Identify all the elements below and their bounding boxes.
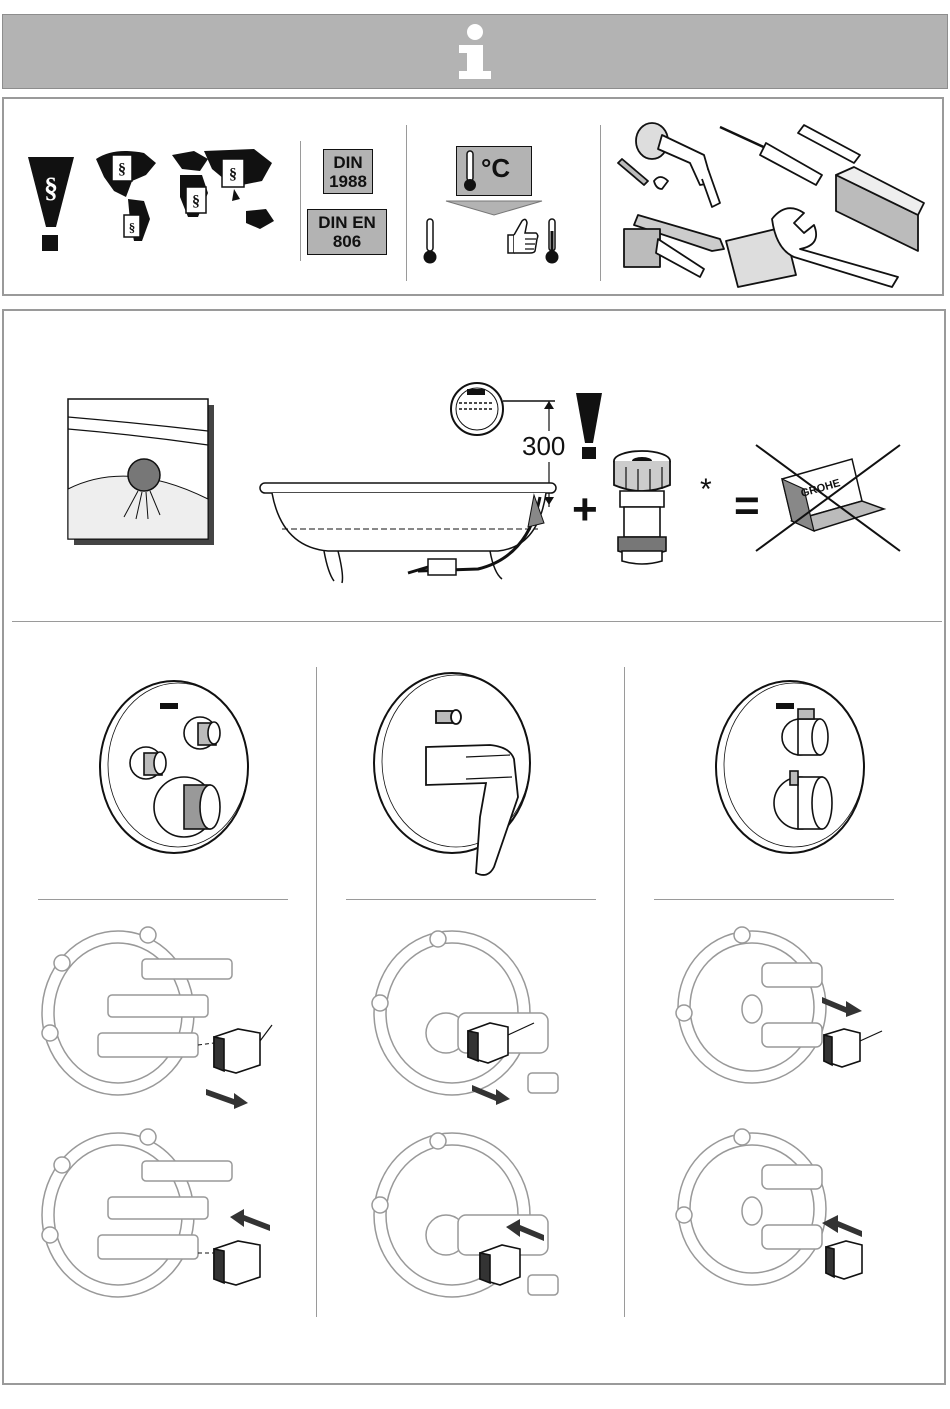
cartridge-install-diagram-1 (38, 1125, 278, 1325)
divider (316, 667, 317, 1317)
divider (346, 899, 596, 900)
warning-exclamation-icon (574, 391, 604, 461)
din-en-806-line2: 806 (308, 232, 386, 251)
divider (38, 899, 288, 900)
smartcontrol-valve-icon (94, 667, 274, 857)
world-map-icon: § § § § (84, 141, 284, 251)
height-value: 300 (522, 431, 565, 462)
header-bar (2, 14, 948, 89)
lever-mixer-icon (370, 667, 550, 897)
bathtub-icon (258, 477, 568, 597)
wall-sensor-icon (68, 399, 218, 549)
asterisk: * (700, 473, 712, 507)
din-en-806-badge: DIN EN 806 (307, 209, 387, 255)
divider (406, 125, 407, 281)
cartridge-install-diagram-3 (672, 1125, 892, 1325)
thumbs-up-icon (504, 215, 540, 255)
plus-sign: + (572, 485, 598, 535)
thermostat-valve-icon (710, 667, 890, 857)
din-en-806-line1: DIN EN (308, 213, 386, 232)
installation-panel: 300 + * = GROHE (2, 309, 946, 1385)
divider (300, 141, 301, 261)
thermometer-cold-icon (422, 217, 438, 265)
divider (12, 621, 942, 622)
requirements-panel: § § § § § DIN 1988 DIN EN (2, 97, 944, 296)
cartridge-install-diagram-2 (368, 1125, 588, 1325)
svg-text:§: § (118, 161, 126, 178)
svg-text:§: § (129, 220, 136, 235)
svg-text:§: § (229, 166, 237, 183)
din-1988-badge: DIN 1988 (323, 149, 373, 194)
din-1988-line2: 1988 (324, 172, 372, 191)
cartridge-removal-diagram-1 (38, 923, 278, 1123)
divider (624, 667, 625, 1317)
celsius-label: °C (481, 153, 510, 184)
thermometer-icon (463, 149, 477, 193)
cartridge-removal-diagram-2 (368, 923, 588, 1123)
divider (654, 899, 894, 900)
warning-exclamation-icon: § (26, 155, 76, 255)
temperature-box: °C (456, 146, 532, 196)
cartridge-removal-diagram-3 (672, 923, 892, 1123)
divider (600, 125, 601, 281)
thermometer-hot-icon (544, 217, 560, 265)
cartridge-icon (610, 449, 674, 569)
crossed-box-icon: GROHE (752, 439, 912, 559)
info-i-icon (445, 23, 505, 83)
din-1988-line1: DIN (324, 153, 372, 172)
svg-text:§: § (44, 173, 58, 204)
svg-text:§: § (192, 193, 200, 210)
tools-icon (608, 111, 928, 291)
